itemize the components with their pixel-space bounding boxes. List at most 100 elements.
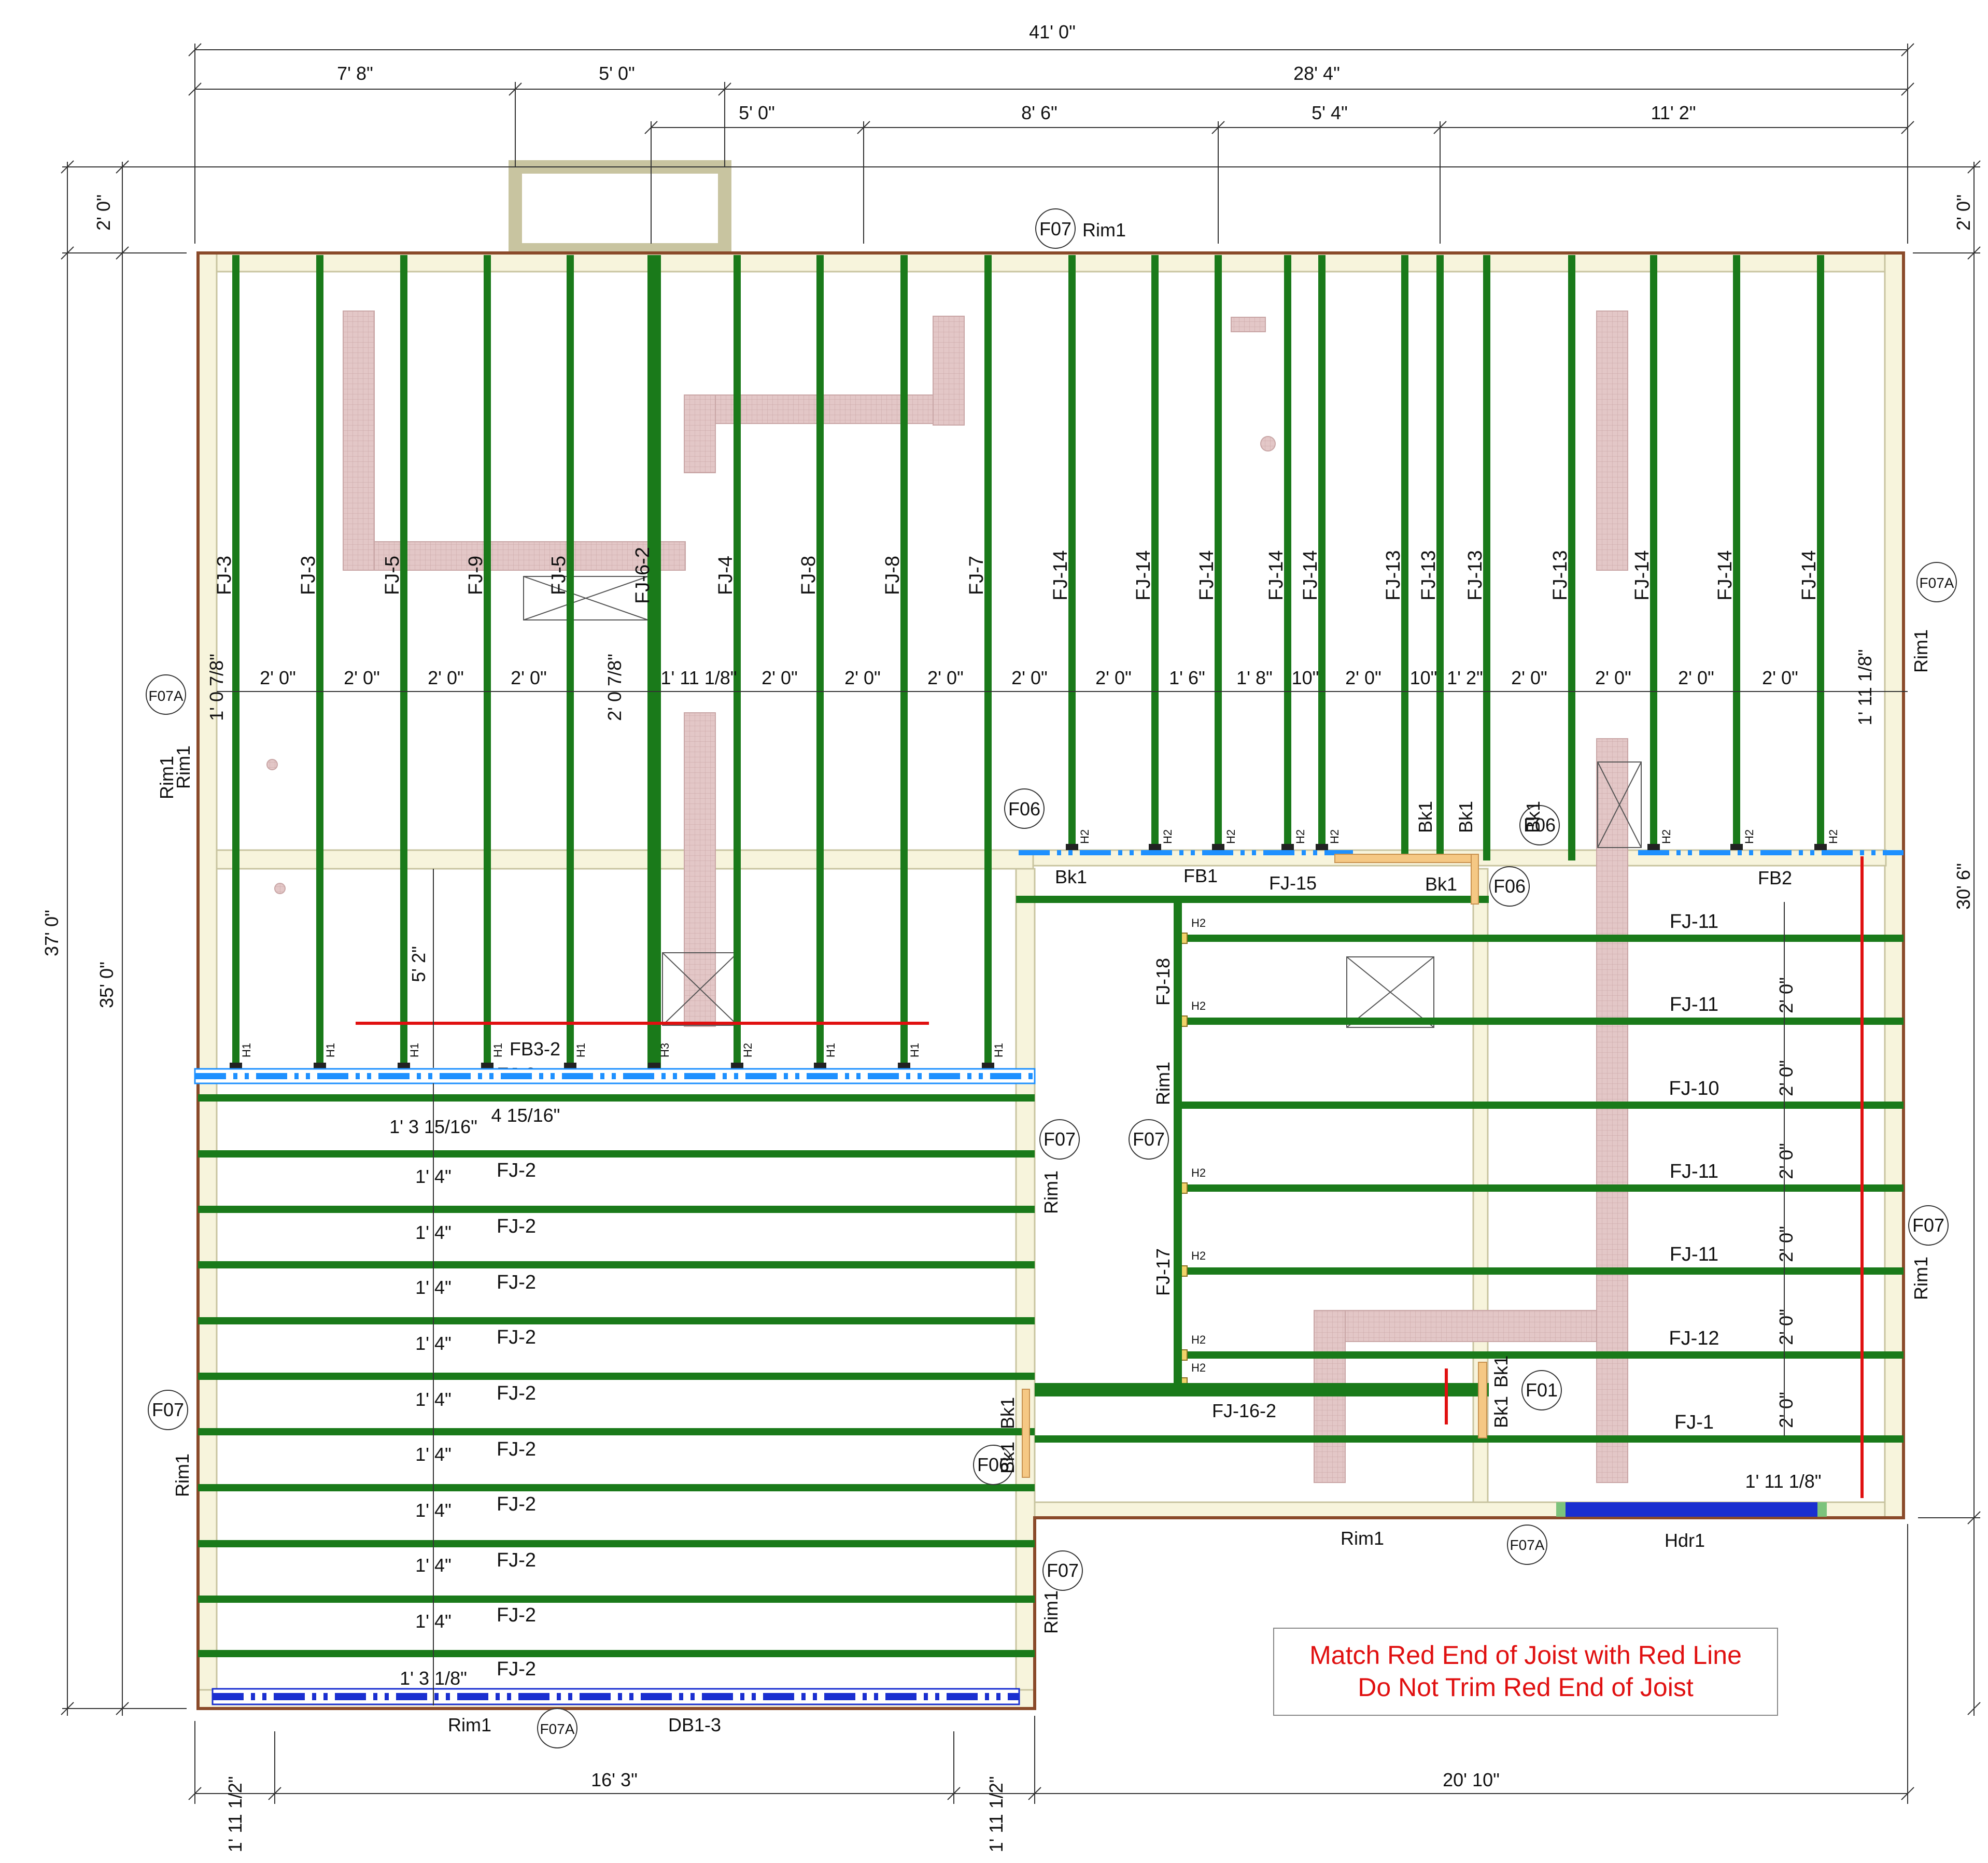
- top-joist: [1650, 255, 1657, 850]
- top-joist-label: FJ-13: [1383, 550, 1404, 600]
- fb2-label: FB2: [1758, 867, 1792, 888]
- top-joist-label: FJ-13: [1464, 550, 1486, 600]
- hanger: [230, 1063, 242, 1069]
- hanger-label: H1: [324, 1043, 337, 1057]
- hanger-label: H1: [824, 1043, 837, 1057]
- bk1-label-i: Bk1: [1490, 1396, 1512, 1428]
- bk1-label-h: Bk1: [1490, 1356, 1512, 1388]
- hanger-label: H2: [1660, 829, 1673, 844]
- dim-bottom-1: 16' 3": [591, 1769, 638, 1790]
- spacing-dim: 1' 8": [1236, 667, 1273, 688]
- top-joist-label: FJ-8: [882, 556, 904, 595]
- openings: [523, 576, 1642, 1028]
- right-joist-label: FJ-11: [1670, 1244, 1718, 1265]
- left-joist-label: FJ-2: [497, 1658, 536, 1680]
- fj16-label: FJ-16-2: [1212, 1400, 1276, 1421]
- right-hanger-label: H2: [1191, 999, 1206, 1012]
- spacing-dim: 1' 2": [1447, 667, 1483, 688]
- spacing-dim: 1' 11 1/8": [1854, 649, 1876, 725]
- left-joist: [198, 1206, 1035, 1213]
- right-hanger-label: H2: [1191, 1249, 1206, 1262]
- top-joist-label: FJ-13: [1549, 550, 1571, 600]
- top-joist-label: FJ-7: [966, 556, 988, 595]
- dimension-ticks: [61, 43, 1981, 1800]
- top-joist-label: FJ-14: [1133, 550, 1154, 600]
- hanger: [1212, 844, 1224, 850]
- top-joist: [1568, 255, 1575, 860]
- right-joist: [1182, 1102, 1904, 1109]
- hanger: [982, 1063, 994, 1069]
- top-joist: [984, 255, 992, 1069]
- top-joist: [400, 255, 407, 1069]
- fj-15-joist: [1016, 854, 1489, 905]
- top-joist-label: FJ-14: [1050, 550, 1071, 600]
- hdr-label: Hdr1: [1665, 1530, 1705, 1551]
- top-joist-label: FJ-14: [1196, 550, 1218, 600]
- top-joist: [567, 255, 574, 1069]
- rim-label-right-2: Rim1: [1910, 1257, 1931, 1300]
- right-joist-label: FJ-12: [1669, 1328, 1719, 1349]
- dim-row3-3: 5' 4": [1312, 102, 1348, 123]
- note-line-2: Do Not Trim Red End of Joist: [1358, 1673, 1694, 1702]
- top-joist-label: FJ-5: [382, 556, 403, 595]
- hanger-label: H2: [1161, 829, 1174, 844]
- top-joist-label: FJ-3: [214, 556, 235, 595]
- spacing-dim: 2' 0": [927, 667, 964, 688]
- top-joist: [1068, 255, 1076, 850]
- bk1-label-d: Bk1: [1455, 801, 1476, 833]
- fj15-label: FJ-15: [1269, 872, 1317, 894]
- dim-bottom-2: 1' 11 1/2": [985, 1776, 1007, 1852]
- f06-circle-2: [1519, 805, 1560, 845]
- bk1-label-a: Bk1: [1055, 866, 1087, 887]
- right-joist: [1182, 1267, 1904, 1275]
- f07-label-top: F07: [1039, 218, 1071, 239]
- hanger-label: H2: [1827, 829, 1840, 844]
- spacing-dim: 2' 0": [1762, 667, 1798, 688]
- f07-circle-a: [1039, 1119, 1080, 1160]
- right-joist-label: FJ-11: [1670, 994, 1718, 1015]
- left-joist: [198, 1540, 1035, 1547]
- top-joist: [900, 255, 908, 1069]
- f07-label-e: F07: [1047, 1560, 1079, 1581]
- spacing-dim: 10": [1292, 667, 1319, 688]
- top-joist: [232, 255, 239, 1069]
- right-joist-label: FJ-1: [1674, 1412, 1714, 1433]
- left-spacing-dim: 4 15/16": [491, 1105, 560, 1126]
- spacing-dimensions: 1' 0 7/8"2' 0"2' 0"2' 0"2' 0"2' 0 7/8"1'…: [206, 649, 1876, 725]
- left-joist-label: FJ-2: [497, 1382, 536, 1404]
- hanger-label: H2: [1328, 829, 1341, 844]
- spacing-dim: 2' 0": [260, 667, 296, 688]
- f06-label-4: F06: [977, 1454, 1009, 1475]
- left-joist: [198, 1428, 1035, 1435]
- f07-circle-top: [1035, 208, 1076, 249]
- hanger-label: H2: [1224, 829, 1237, 844]
- left-joist-label: FJ-2: [497, 1216, 536, 1237]
- top-joist: [1284, 255, 1291, 850]
- hanger-label: H2: [1078, 829, 1091, 844]
- hanger: [814, 1063, 826, 1069]
- right-spacing-dim: 2' 0": [1775, 977, 1797, 1013]
- f07-circle-b: [1129, 1119, 1169, 1160]
- hanger: [1647, 844, 1660, 850]
- top-joist-label: FJ-14: [1300, 550, 1321, 600]
- left-joist-label: FJ-2: [497, 1272, 536, 1293]
- rim-label-bottom: Rim1: [448, 1714, 491, 1735]
- right-joist-label: FJ-11: [1670, 1161, 1718, 1182]
- right-hanger-label: H2: [1191, 1333, 1206, 1346]
- dim-row3-2: 8' 6": [1021, 102, 1058, 123]
- right-hanger-label: H2: [1191, 1166, 1206, 1179]
- rim-label-left-1: Rim1: [173, 745, 194, 789]
- bk1-label-b: Bk1: [1425, 873, 1457, 895]
- f06-circle-4: [973, 1445, 1013, 1485]
- dim-right-lower: 30' 6": [1953, 863, 1974, 910]
- spacing-dim: 10": [1410, 667, 1437, 688]
- hanger-label: H2: [741, 1043, 754, 1057]
- spacing-dim: 2' 0": [1595, 667, 1631, 688]
- f07-label-b: F07: [1133, 1128, 1165, 1150]
- left-joist: [198, 1650, 1035, 1657]
- f07-circle-d: [148, 1390, 188, 1430]
- left-joists: FJ-2FJ-2FJ-2FJ-2FJ-2FJ-2FJ-2FJ-2FJ-2FJ-2…: [198, 1064, 1035, 1689]
- hanger-label: H1: [408, 1043, 421, 1057]
- spacing-dim: 2' 0": [1678, 667, 1714, 688]
